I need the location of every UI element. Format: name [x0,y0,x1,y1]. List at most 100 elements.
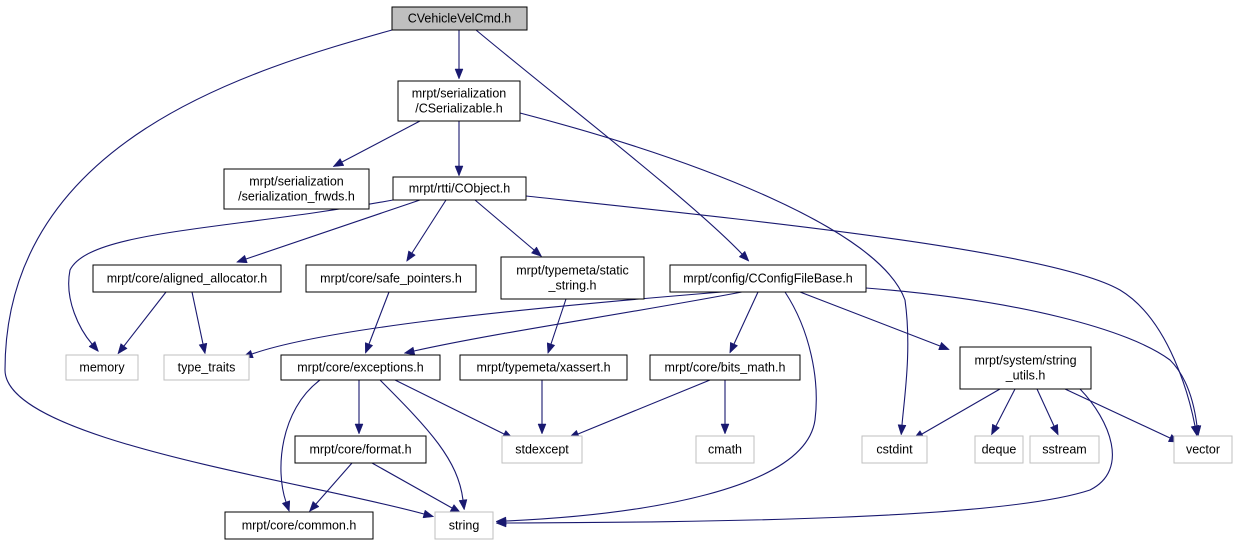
edge-cobject-to-aligned [245,199,421,260]
node-frwds[interactable]: mrpt/serialization/serialization_frwds.h [223,168,370,210]
node-box-staticstr [500,256,645,300]
node-label-safeptr: mrpt/core/safe_pointers.h [320,272,462,286]
node-stringutils[interactable]: mrpt/system/string_utils.h [959,346,1092,390]
node-label-exceptions: mrpt/core/exceptions.h [297,361,423,375]
node-aligned[interactable]: mrpt/core/aligned_allocator.h [92,264,282,293]
arrowhead-stringutils-to-string [495,518,507,528]
arrowhead-stringutils-to-deque [991,423,1001,436]
edge-configfile-to-string [505,291,817,522]
node-format[interactable]: mrpt/core/format.h [294,435,427,464]
node-safeptr[interactable]: mrpt/core/safe_pointers.h [305,264,477,293]
edge-exceptions-to-common [280,379,321,503]
node-label-xassert: mrpt/typemeta/xassert.h [476,361,610,375]
node-serializable[interactable]: mrpt/serialization/CSerializable.h [397,80,521,122]
arrowhead-safeptr-to-exceptions [365,342,374,354]
arrowhead-serializable-to-frwds [332,158,345,167]
arrowhead-xassert-to-stdexcept [537,423,547,435]
edge-configfile-to-exceptions [413,291,743,352]
node-sstream[interactable]: sstream [1029,435,1100,464]
node-box-xassert [459,354,628,381]
node-label-deque: deque [982,443,1017,457]
edge-cobject-to-safeptr [411,199,447,254]
node-deque[interactable]: deque [974,435,1024,464]
node-label-cstdint: cstdint [876,443,913,457]
node-label-root: CVehicleVelCmd.h [408,12,512,26]
edge-stringutils-to-string [505,388,1113,524]
edge-configfile-to-stringutils [799,291,941,347]
edge-safeptr-to-exceptions [368,291,390,345]
node-label-aligned: mrpt/core/aligned_allocator.h [107,272,268,286]
node-exceptions[interactable]: mrpt/core/exceptions.h [280,354,441,381]
edge-stringutils-to-vector [1064,388,1171,439]
arrowhead-configfile-to-bitsmath [729,341,739,354]
node-label-string: string [449,519,480,533]
node-box-string [434,511,494,540]
edge-configfile-to-vector [865,287,1198,427]
arrowhead-stringutils-to-sstream [1049,423,1059,436]
edge-cobject-to-memory [68,199,394,345]
node-box-aligned [92,264,282,293]
arrowhead-cobject-to-staticstr [530,246,543,257]
arrowhead-aligned-to-type_traits [198,342,208,355]
node-cmath[interactable]: cmath [695,435,755,464]
edge-cobject-to-staticstr [474,199,535,251]
node-label-serializable-line2: /CSerializable.h [415,102,503,116]
node-memory[interactable]: memory [65,354,139,381]
arrowhead-configfile-to-vector [1192,425,1202,437]
node-common[interactable]: mrpt/core/common.h [224,511,374,540]
node-box-sstream [1029,435,1100,464]
node-root[interactable]: CVehicleVelCmd.h [391,6,528,31]
node-box-cobject [392,176,527,201]
node-cstdint[interactable]: cstdint [861,435,928,464]
node-string[interactable]: string [434,511,494,540]
edge-format-to-string [371,462,453,509]
arrowhead-exceptions-to-format [354,423,364,435]
node-box-cstdint [861,435,928,464]
node-box-format [294,435,427,464]
arrowhead-aligned-to-memory [117,343,128,355]
edge-configfile-to-type_traits [251,291,723,355]
node-box-memory [65,354,139,381]
node-box-root [391,6,528,31]
nodes-layer: CVehicleVelCmd.h mrpt/serialization/CSeri… [65,6,1233,540]
node-type_traits[interactable]: type_traits [163,354,250,381]
edge-bitsmath-to-stdexcept [577,379,711,435]
edge-stringutils-to-sstream [1036,388,1055,427]
node-label-vector: vector [1186,443,1220,457]
node-box-vector [1173,435,1233,464]
node-box-exceptions [280,354,441,381]
node-stdexcept[interactable]: stdexcept [501,435,583,464]
edge-format-to-common [315,462,353,505]
node-label-staticstr-line2: _string.h [548,279,597,293]
node-box-cmath [695,435,755,464]
node-box-common [224,511,374,540]
arrowhead-root-to-serializable [454,68,464,80]
arrowhead-serializable-to-cobject [454,165,464,177]
edge-configfile-to-bitsmath [733,291,759,345]
edge-stringutils-to-cstdint [921,388,1001,435]
node-box-safeptr [305,264,477,293]
arrowhead-format-to-common [308,500,320,513]
node-xassert[interactable]: mrpt/typemeta/xassert.h [459,354,628,381]
node-label-frwds-line1: mrpt/serialization [249,175,344,189]
arrowhead-configfile-to-stringutils [938,341,950,350]
edge-serializable-to-frwds [341,120,421,163]
node-vector[interactable]: vector [1173,435,1233,464]
node-cobject[interactable]: mrpt/rtti/CObject.h [392,176,527,201]
node-staticstr[interactable]: mrpt/typemeta/static_string.h [500,256,645,300]
node-label-stringutils-line1: mrpt/system/string [974,354,1076,368]
node-bitsmath[interactable]: mrpt/core/bits_math.h [649,354,801,381]
node-box-serializable [397,80,521,122]
node-box-deque [974,435,1024,464]
node-configfile[interactable]: mrpt/config/CConfigFileBase.h [669,264,867,293]
node-label-staticstr-line1: mrpt/typemeta/static [516,264,629,278]
node-label-configfile: mrpt/config/CConfigFileBase.h [683,272,853,286]
node-label-common: mrpt/core/common.h [242,519,357,533]
node-label-bitsmath: mrpt/core/bits_math.h [665,361,786,375]
node-label-format: mrpt/core/format.h [309,443,411,457]
edge-aligned-to-type_traits [191,291,204,345]
arrowhead-serializable-to-cstdint [897,424,907,436]
node-label-serializable-line1: mrpt/serialization [412,87,507,101]
node-label-sstream: sstream [1042,443,1086,457]
arrowhead-exceptions-to-string [458,499,468,511]
